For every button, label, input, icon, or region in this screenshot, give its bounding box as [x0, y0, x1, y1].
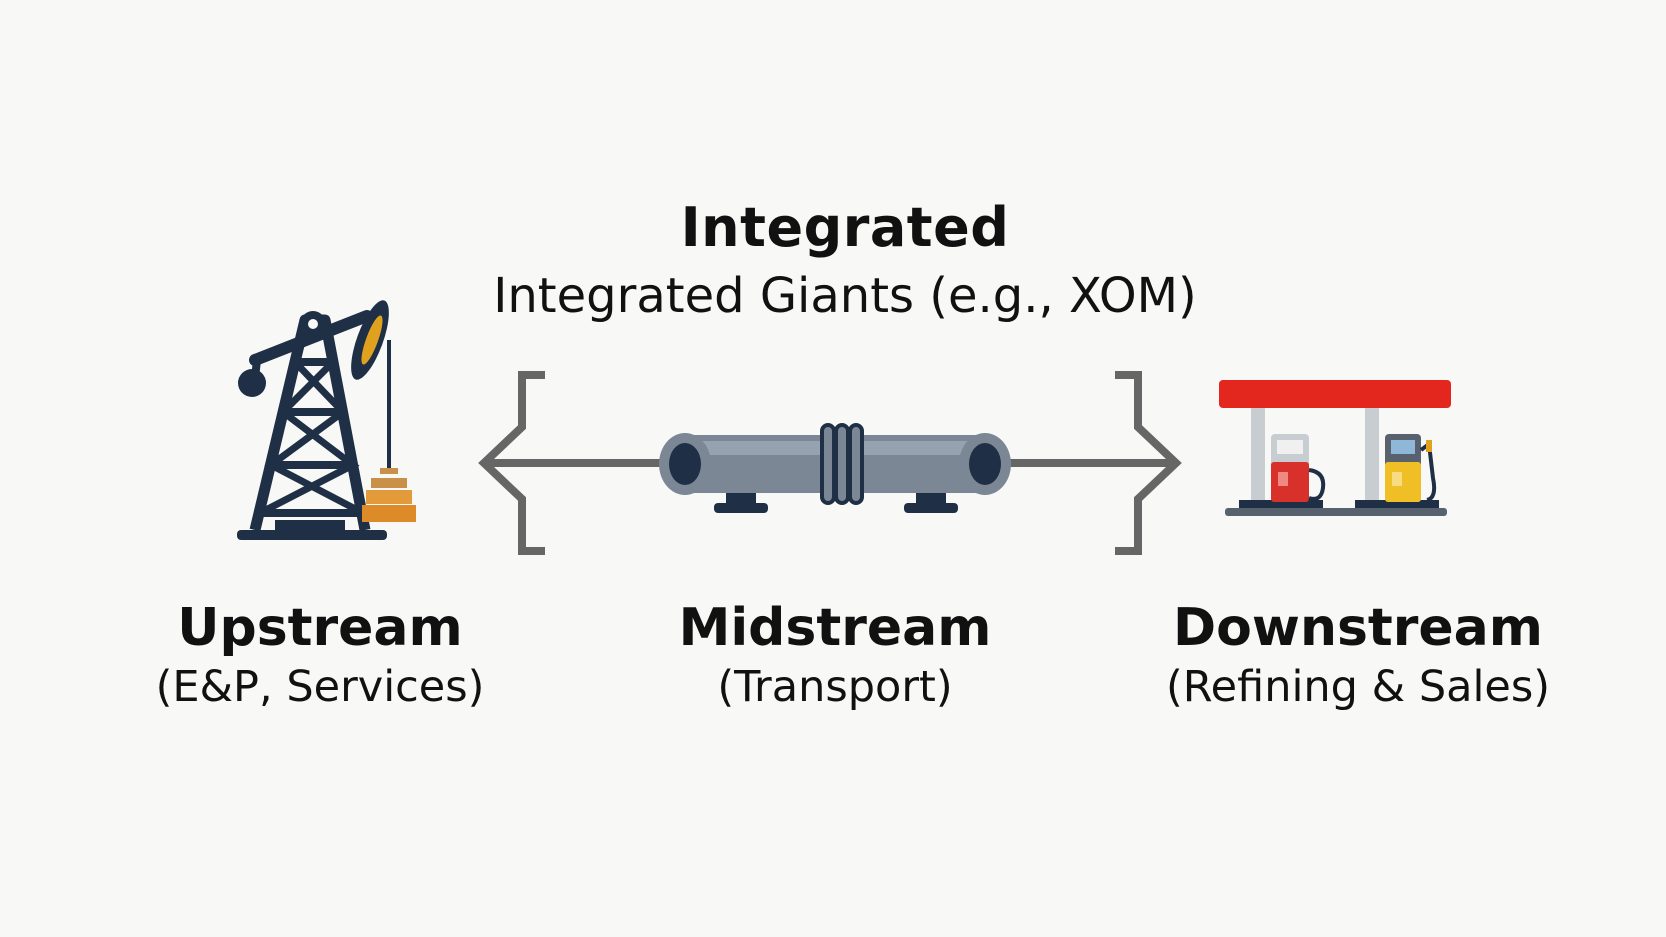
oil-pump-jack-icon [237, 300, 416, 540]
downstream-sublabel: (Refining & Sales) [1165, 662, 1551, 712]
gas-station-icon [1219, 380, 1451, 516]
midstream-sublabel: (Transport) [717, 662, 953, 712]
downstream-label: Downstream [1173, 598, 1543, 658]
upstream-label: Upstream [177, 598, 463, 658]
upstream-sublabel: (E&P, Services) [155, 662, 485, 712]
pipeline-icon [478, 371, 1182, 555]
midstream-label: Midstream [678, 598, 992, 658]
diagram-subtitle: Integrated Giants (e.g., XOM) [493, 268, 1197, 324]
diagram-title: Integrated [680, 196, 1010, 259]
